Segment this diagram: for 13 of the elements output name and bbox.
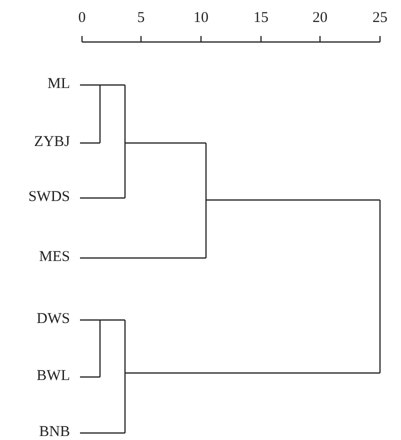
tick-label: 25	[372, 10, 388, 26]
leaf-label: MES	[39, 249, 70, 265]
tick-label: 15	[254, 10, 268, 26]
leaf-label: ML	[48, 76, 70, 92]
tick-label: 10	[194, 10, 208, 26]
leaf-label: SWDS	[28, 189, 70, 205]
leaf-label: BWL	[36, 368, 70, 384]
tick-label: 20	[312, 10, 328, 26]
tick-label: 5	[137, 10, 145, 26]
leaf-label: BNB	[39, 424, 70, 440]
leaf-label: ZYBJ	[34, 134, 70, 150]
tick-label: 0	[78, 10, 86, 26]
leaf-label: DWS	[36, 311, 70, 327]
